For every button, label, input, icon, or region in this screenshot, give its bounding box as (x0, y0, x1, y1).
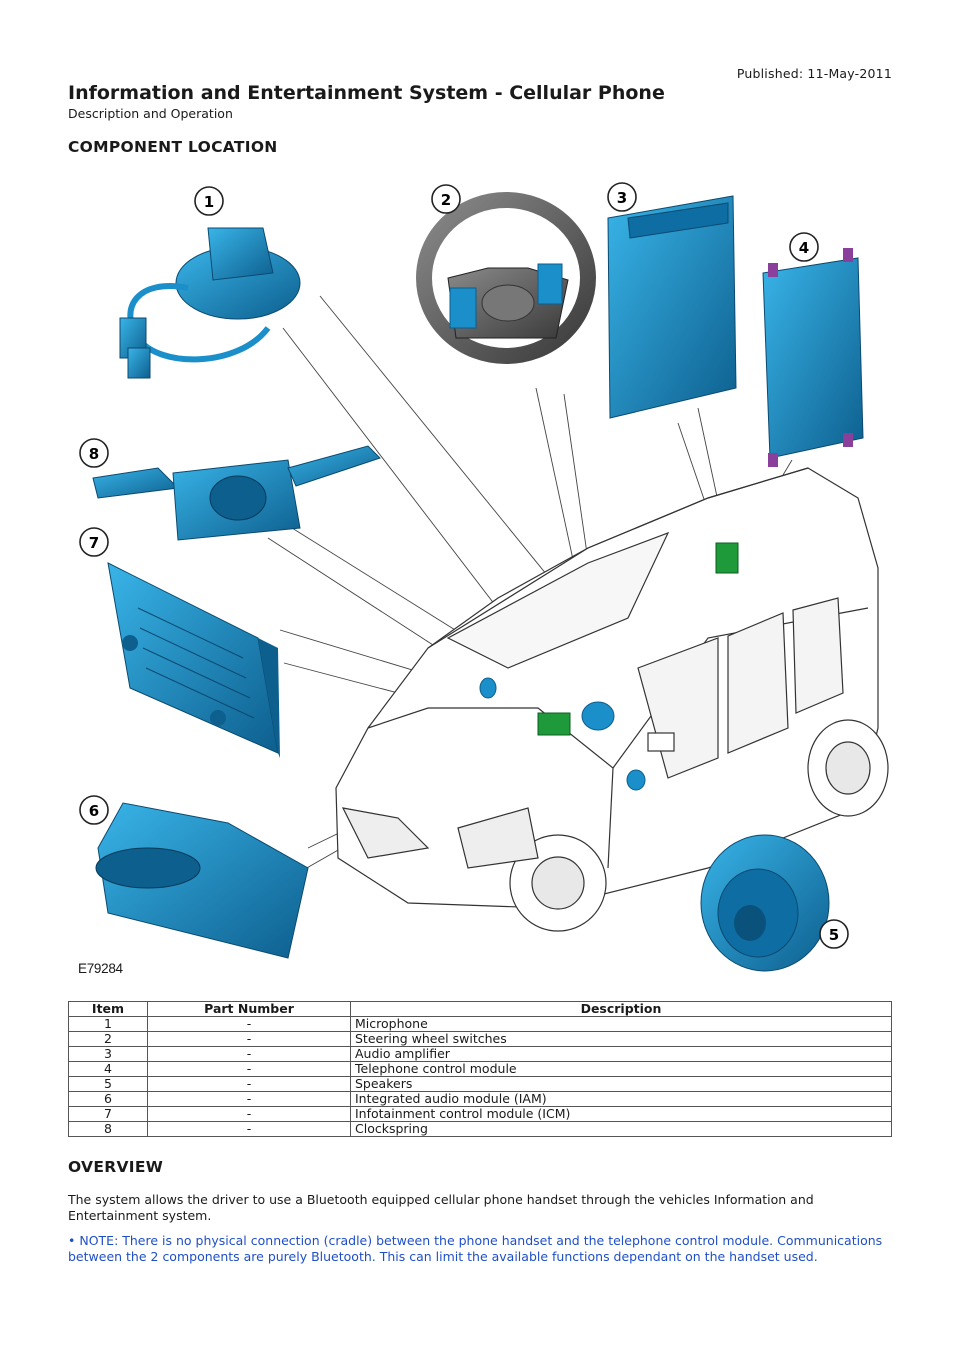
cell-part-number: - (147, 1076, 351, 1092)
vehicle-illustration (335, 467, 889, 932)
component-speaker (700, 834, 830, 972)
callout-8: 8 (79, 438, 109, 468)
cell-description: Steering wheel switches (350, 1031, 892, 1047)
table-row: 5 - Speakers (68, 1076, 892, 1092)
figure-id: E79284 (78, 961, 123, 976)
svg-text:8: 8 (89, 445, 99, 463)
overview-note: • NOTE: There is no physical connection … (68, 1233, 883, 1264)
svg-text:5: 5 (829, 926, 839, 944)
cell-description: Clockspring (350, 1121, 892, 1137)
cell-part-number: - (147, 1091, 351, 1107)
table-row: 8 - Clockspring (68, 1121, 892, 1137)
parts-table: Item Part Number Description 1 - Microph… (68, 1001, 892, 1137)
cell-description: Telephone control module (350, 1061, 892, 1077)
cell-item: 8 (68, 1121, 148, 1137)
highlight-microphone-location (479, 677, 497, 699)
cell-description: Integrated audio module (IAM) (350, 1091, 892, 1107)
svg-text:6: 6 (89, 802, 99, 820)
column-header-item: Item (68, 1001, 148, 1017)
overview-paragraph: The system allows the driver to use a Bl… (68, 1192, 814, 1223)
callout-3: 3 (607, 182, 637, 212)
callout-4: 4 (789, 232, 819, 262)
table-header-row: Item Part Number Description (68, 1001, 892, 1017)
cell-part-number: - (147, 1061, 351, 1077)
cell-part-number: - (147, 1106, 351, 1122)
cell-description: Microphone (350, 1016, 892, 1032)
callout-2: 2 (431, 184, 461, 214)
callout-1: 1 (194, 186, 224, 216)
published-date: Published: 11-May-2011 (736, 66, 892, 81)
table-row: 3 - Audio amplifier (68, 1046, 892, 1062)
cell-item: 6 (68, 1091, 148, 1107)
component-iam (95, 802, 309, 959)
table-row: 1 - Microphone (68, 1016, 892, 1032)
component-telephone-control-module (762, 248, 864, 467)
column-header-description: Description (350, 1001, 892, 1017)
svg-text:7: 7 (89, 534, 99, 552)
svg-text:1: 1 (204, 193, 214, 211)
cell-description: Infotainment control module (ICM) (350, 1106, 892, 1122)
highlight-tcm-location (715, 542, 739, 574)
page-subtitle: Description and Operation (68, 106, 233, 121)
cell-part-number: - (147, 1031, 351, 1047)
section-heading-overview: OVERVIEW (68, 1158, 164, 1176)
callout-6: 6 (79, 795, 109, 825)
column-header-part-number: Part Number (147, 1001, 351, 1017)
component-icm (107, 562, 280, 758)
cell-part-number: - (147, 1046, 351, 1062)
component-audio-amplifier (607, 195, 737, 419)
component-location-figure: 1 2 3 4 5 6 7 8 (68, 168, 894, 983)
callout-7: 7 (79, 527, 109, 557)
cell-item: 4 (68, 1061, 148, 1077)
cell-part-number: - (147, 1016, 351, 1032)
cell-item: 2 (68, 1031, 148, 1047)
cell-description: Audio amplifier (350, 1046, 892, 1062)
svg-text:2: 2 (441, 191, 451, 209)
table-row: 2 - Steering wheel switches (68, 1031, 892, 1047)
table-row: 4 - Telephone control module (68, 1061, 892, 1077)
highlight-speaker-location (626, 769, 646, 791)
highlight-icm-location (537, 712, 571, 736)
cell-description: Speakers (350, 1076, 892, 1092)
svg-text:3: 3 (617, 189, 627, 207)
component-steering-wheel (416, 192, 596, 364)
table-row: 6 - Integrated audio module (IAM) (68, 1091, 892, 1107)
table-row: 7 - Infotainment control module (ICM) (68, 1106, 892, 1122)
cell-item: 5 (68, 1076, 148, 1092)
callout-5: 5 (819, 919, 849, 949)
cell-part-number: - (147, 1121, 351, 1137)
page-title: Information and Entertainment System - C… (68, 82, 665, 104)
component-clockspring (92, 445, 381, 541)
svg-text:4: 4 (799, 239, 809, 257)
cell-item: 3 (68, 1046, 148, 1062)
cell-item: 1 (68, 1016, 148, 1032)
highlight-wheel-location (581, 701, 615, 731)
section-heading-component-location: COMPONENT LOCATION (68, 138, 278, 156)
component-microphone (119, 227, 301, 379)
cell-item: 7 (68, 1106, 148, 1122)
